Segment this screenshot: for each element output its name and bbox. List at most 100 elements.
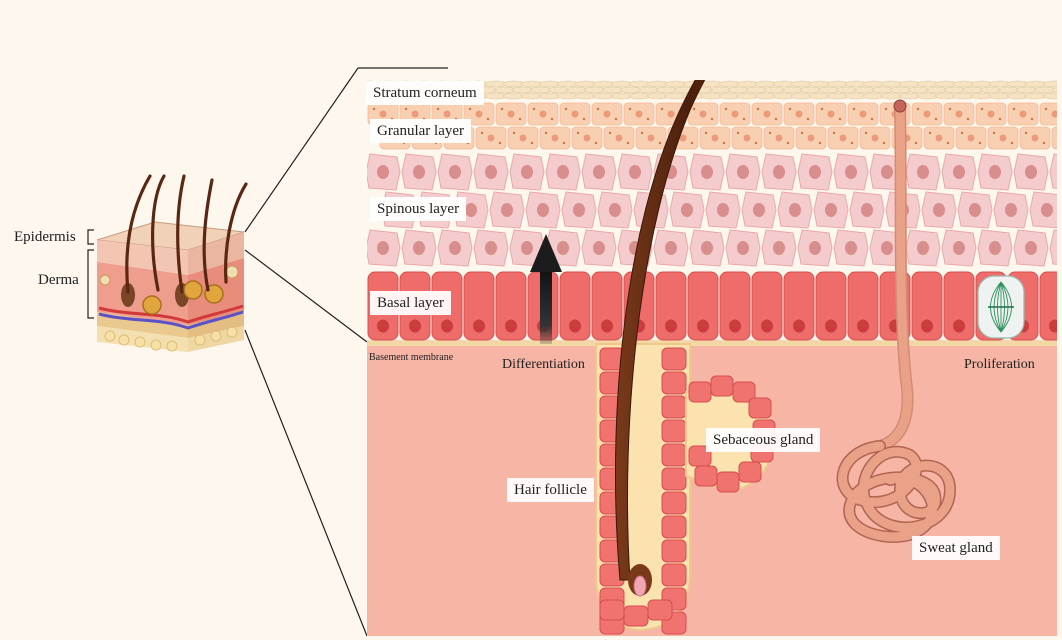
granular-nucleus bbox=[988, 111, 995, 118]
spinous-nucleus bbox=[701, 165, 713, 179]
keratohyalin-granule bbox=[853, 108, 855, 110]
keratohyalin-granule bbox=[499, 142, 501, 144]
granular-nucleus bbox=[572, 111, 579, 118]
spinous-nucleus bbox=[845, 165, 857, 179]
follicle-cell bbox=[624, 606, 648, 626]
spinous-nucleus bbox=[521, 165, 533, 179]
granular-nucleus bbox=[764, 111, 771, 118]
keratohyalin-granule bbox=[487, 118, 489, 120]
keratohyalin-granule bbox=[545, 132, 547, 134]
granular-nucleus bbox=[636, 111, 643, 118]
granular-nucleus bbox=[1032, 135, 1039, 142]
basal-nucleus bbox=[857, 320, 869, 333]
spinous-nucleus bbox=[465, 203, 477, 217]
keratohyalin-granule bbox=[691, 142, 693, 144]
granular-nucleus bbox=[712, 135, 719, 142]
spinous-nucleus bbox=[809, 241, 821, 255]
layer-brackets bbox=[88, 230, 94, 318]
basal-nucleus bbox=[921, 320, 933, 333]
gland-cell bbox=[717, 472, 739, 492]
follicle-cell bbox=[648, 600, 672, 620]
spinous-nucleus bbox=[861, 203, 873, 217]
keratohyalin-granule bbox=[999, 118, 1001, 120]
spinous-nucleus bbox=[449, 241, 461, 255]
keratohyalin-granule bbox=[787, 142, 789, 144]
spinous-nucleus bbox=[593, 165, 605, 179]
keratohyalin-granule bbox=[583, 118, 585, 120]
dermal-papilla bbox=[634, 576, 646, 596]
spinous-nucleus bbox=[953, 165, 965, 179]
spinous-nucleus bbox=[1005, 203, 1017, 217]
keratohyalin-granule bbox=[757, 108, 759, 110]
keratohyalin-granule bbox=[723, 142, 725, 144]
sebaceous-gland-label: Sebaceous gland bbox=[706, 428, 820, 452]
keratohyalin-granule bbox=[661, 108, 663, 110]
granular-nucleus bbox=[648, 135, 655, 142]
granular-nucleus bbox=[796, 111, 803, 118]
spinous-nucleus bbox=[377, 165, 389, 179]
spinous-nucleus bbox=[1041, 203, 1053, 217]
keratohyalin-granule bbox=[737, 132, 739, 134]
spinous-nucleus bbox=[557, 165, 569, 179]
granular-nucleus bbox=[508, 111, 515, 118]
spinous-nucleus bbox=[449, 165, 461, 179]
keratohyalin-granule bbox=[519, 118, 521, 120]
basal-nucleus bbox=[377, 320, 389, 333]
granular-nucleus bbox=[924, 111, 931, 118]
follicle-cell bbox=[662, 372, 686, 394]
spinous-nucleus bbox=[809, 165, 821, 179]
keratohyalin-granule bbox=[627, 142, 629, 144]
spinous-nucleus bbox=[881, 165, 893, 179]
corneocyte bbox=[1043, 81, 1062, 87]
follicle-cell bbox=[662, 420, 686, 442]
keratohyalin-granule bbox=[711, 118, 713, 120]
mitotic-spindle-icon bbox=[978, 276, 1024, 338]
spinous-nucleus bbox=[701, 241, 713, 255]
spinous-nucleus bbox=[789, 203, 801, 217]
keratohyalin-granule bbox=[769, 132, 771, 134]
granular-nucleus bbox=[616, 135, 623, 142]
spinous-nucleus bbox=[1025, 241, 1037, 255]
gland-cell bbox=[695, 466, 717, 486]
keratohyalin-granule bbox=[833, 132, 835, 134]
granular-nucleus bbox=[1000, 135, 1007, 142]
spinous-nucleus bbox=[845, 241, 857, 255]
corneocyte bbox=[1043, 93, 1062, 99]
spinous-nucleus bbox=[717, 203, 729, 217]
follicle-cell bbox=[662, 396, 686, 418]
keratohyalin-granule bbox=[609, 132, 611, 134]
keratohyalin-granule bbox=[533, 108, 535, 110]
granular-nucleus bbox=[1020, 111, 1027, 118]
basal-nucleus bbox=[825, 320, 837, 333]
follicle-cell bbox=[662, 540, 686, 562]
spinous-nucleus bbox=[485, 165, 497, 179]
keratohyalin-granule bbox=[641, 132, 643, 134]
keratohyalin-granule bbox=[929, 132, 931, 134]
keratohyalin-granule bbox=[577, 132, 579, 134]
keratohyalin-granule bbox=[615, 118, 617, 120]
spinous-nucleus bbox=[989, 241, 1001, 255]
keratohyalin-granule bbox=[819, 142, 821, 144]
granular-nucleus bbox=[584, 135, 591, 142]
spinous-nucleus bbox=[413, 165, 425, 179]
granular-nucleus bbox=[840, 135, 847, 142]
keratohyalin-granule bbox=[917, 108, 919, 110]
skin-block-thumbnail bbox=[97, 176, 246, 352]
keratohyalin-granule bbox=[405, 108, 407, 110]
basal-nucleus bbox=[697, 320, 709, 333]
granular-layer-label: Granular layer bbox=[370, 119, 471, 143]
keratohyalin-granule bbox=[693, 108, 695, 110]
keratohyalin-granule bbox=[597, 108, 599, 110]
spinous-nucleus bbox=[609, 203, 621, 217]
granular-cell bbox=[1052, 127, 1062, 149]
keratohyalin-granule bbox=[725, 108, 727, 110]
follicle-cell bbox=[662, 444, 686, 466]
sweat-gland-label: Sweat gland bbox=[912, 536, 1000, 560]
keratohyalin-granule bbox=[513, 132, 515, 134]
granular-nucleus bbox=[808, 135, 815, 142]
keratohyalin-granule bbox=[659, 142, 661, 144]
keratohyalin-granule bbox=[595, 142, 597, 144]
granular-nucleus bbox=[444, 111, 451, 118]
derma-label: Derma bbox=[38, 272, 79, 289]
